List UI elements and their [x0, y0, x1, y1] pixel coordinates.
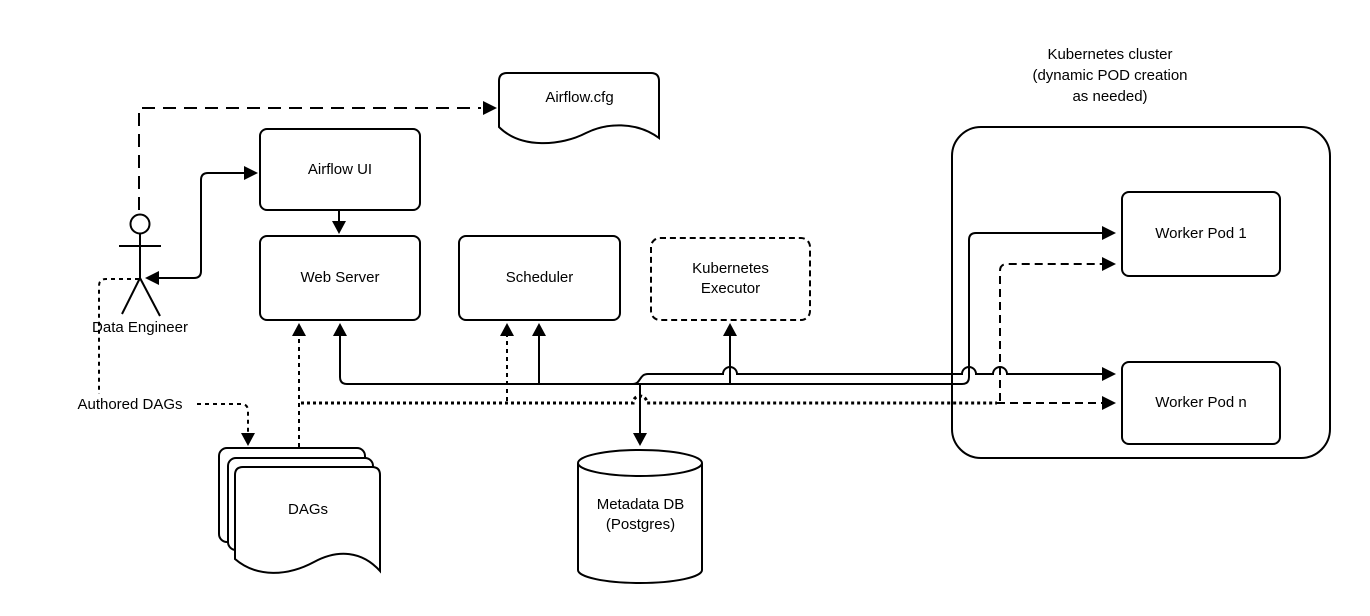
airflow-cfg-shape — [498, 72, 660, 145]
web-server-label: Web Server — [300, 269, 380, 286]
node-web-server: Web Server — [259, 235, 421, 321]
node-airflow-ui: Airflow UI — [259, 128, 421, 211]
metadata-db-label-line2: (Postgres) — [605, 516, 676, 533]
scheduler-label: Scheduler — [505, 269, 574, 286]
worker-pod-n-label: Worker Pod n — [1155, 394, 1247, 411]
metadata-db-label: Metadata DB (Postgres) — [578, 495, 703, 535]
data-engineer-label: Data Engineer — [92, 319, 188, 336]
node-worker-pod-n: Worker Pod n — [1121, 361, 1281, 445]
kubernetes-executor-label-line1: Kubernetes — [692, 260, 769, 277]
kubernetes-executor-label-line2: Executor — [700, 280, 761, 297]
metadata-db-label-line1: Metadata DB — [596, 496, 685, 513]
worker-pod-1-label: Worker Pod 1 — [1155, 225, 1247, 242]
kubernetes-cluster-label: Kubernetes cluster (dynamic POD creation… — [985, 44, 1235, 107]
cluster-label-line2: (dynamic POD creation — [1032, 67, 1188, 84]
cluster-label-line1: Kubernetes cluster — [1047, 46, 1173, 63]
airflow-ui-label: Airflow UI — [307, 160, 373, 178]
node-worker-pod-1: Worker Pod 1 — [1121, 191, 1281, 277]
node-kubernetes-executor: Kubernetes Executor — [650, 237, 811, 321]
person-icon — [119, 213, 161, 317]
airflow-cfg-label: Airflow.cfg — [545, 89, 614, 106]
cluster-label-line3: as needed) — [1072, 88, 1148, 105]
dags-label: DAGs — [287, 501, 328, 518]
node-scheduler: Scheduler — [458, 235, 621, 321]
edge-data-engineer-airflow-ui — [148, 172, 246, 279]
authored-dags-label: Authored DAGs — [63, 395, 197, 415]
